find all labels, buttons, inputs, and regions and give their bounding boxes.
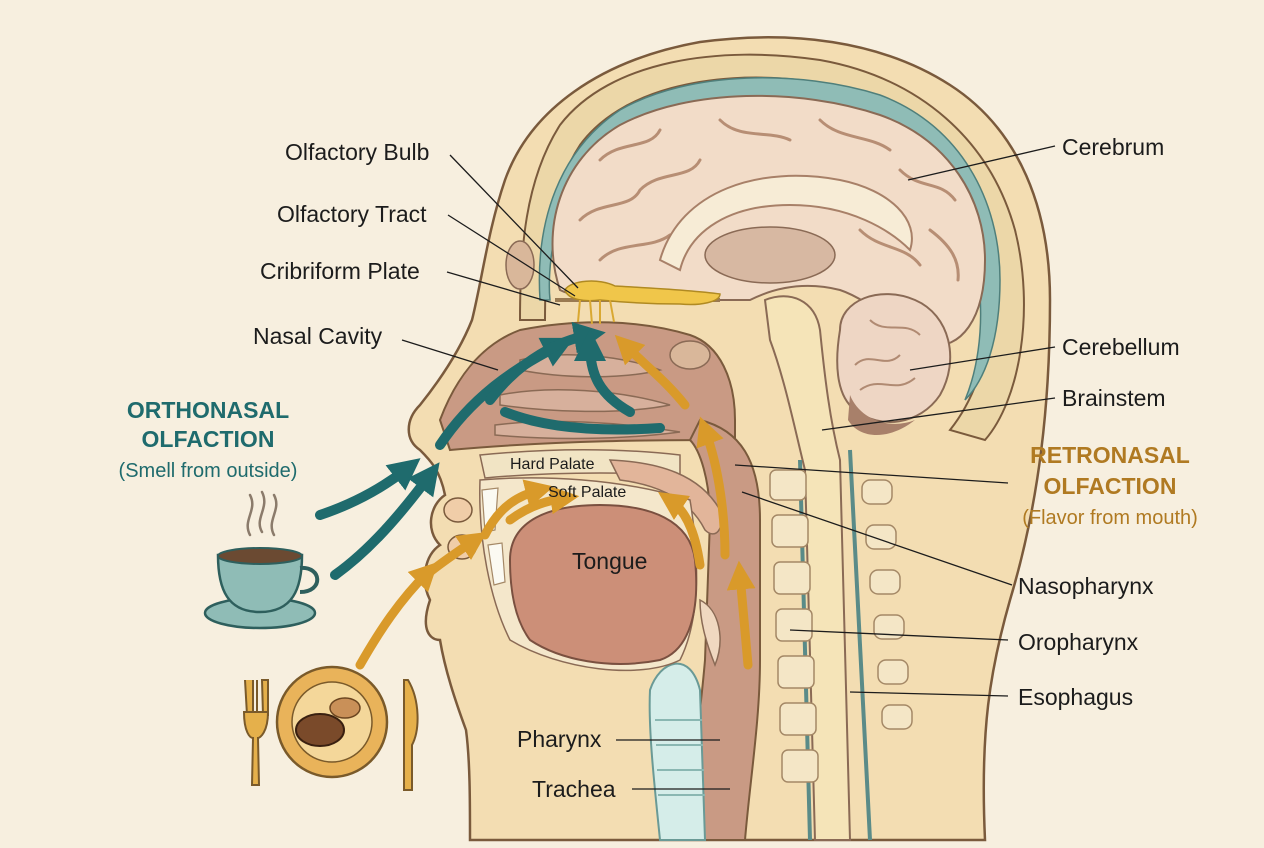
label-tongue: Tongue (572, 548, 647, 574)
thalamus (704, 226, 836, 284)
orthonasal-subtitle: (Smell from outside) (119, 460, 298, 482)
coffee-cup-icon (203, 490, 320, 630)
label-nasal-cavity: Nasal Cavity (253, 323, 383, 349)
sphenoid-sinus (669, 340, 711, 370)
knife-icon (403, 679, 419, 791)
orthonasal-arrows (315, 321, 665, 580)
olfactory-nerves (577, 299, 615, 325)
orthonasal-title-line1: ORTHONASAL (127, 397, 289, 423)
steam-icon (246, 490, 278, 537)
soft-palate-shape (608, 459, 722, 535)
label-olfactory-bulb: Olfactory Bulb (285, 139, 429, 165)
leader-lines (401, 145, 1056, 790)
cerebellum-shape (836, 293, 952, 435)
retronasal-title-line1: RETRONASAL (1030, 442, 1190, 468)
head-section (407, 36, 1052, 842)
label-trachea: Trachea (532, 776, 616, 802)
epiglottis (699, 598, 721, 668)
orthonasal-title: ORTHONASAL OLFACTION (Smell from outside… (119, 397, 298, 482)
vertebrae (769, 469, 913, 783)
trachea-rings (655, 719, 705, 796)
retronasal-title: RETRONASAL OLFACTION (Flavor from mouth) (1022, 442, 1198, 529)
label-soft-palate: Soft Palate (548, 484, 626, 501)
label-esophagus: Esophagus (1018, 684, 1133, 710)
sinus (505, 240, 535, 290)
tongue-shape (508, 503, 698, 665)
label-oropharynx: Oropharynx (1018, 629, 1139, 655)
skull (518, 53, 1025, 442)
label-pharynx: Pharynx (517, 726, 602, 752)
plate-with-food-icon (275, 665, 389, 779)
corpus-callosum (658, 174, 913, 272)
label-olfactory-tract: Olfactory Tract (277, 201, 427, 227)
orthonasal-title-line2: OLFACTION (142, 426, 275, 452)
label-cribriform-plate: Cribriform Plate (260, 258, 420, 284)
cerebrum-gyri (578, 118, 960, 282)
brainstem-shape (763, 295, 852, 841)
anatomy-labels: Olfactory Bulb Olfactory Tract Cribrifor… (253, 134, 1180, 802)
retronasal-subtitle: (Flavor from mouth) (1022, 507, 1198, 529)
label-hard-palate: Hard Palate (510, 456, 595, 473)
retronasal-title-line2: OLFACTION (1044, 473, 1177, 499)
trachea-shape (648, 662, 707, 841)
fork-icon (242, 679, 270, 786)
label-cerebrum: Cerebrum (1062, 134, 1164, 160)
label-cerebellum: Cerebellum (1062, 334, 1180, 360)
label-nasopharynx: Nasopharynx (1018, 573, 1154, 599)
upper-lip (443, 497, 473, 523)
retronasal-arrows (355, 334, 756, 670)
label-brainstem: Brainstem (1062, 385, 1166, 411)
